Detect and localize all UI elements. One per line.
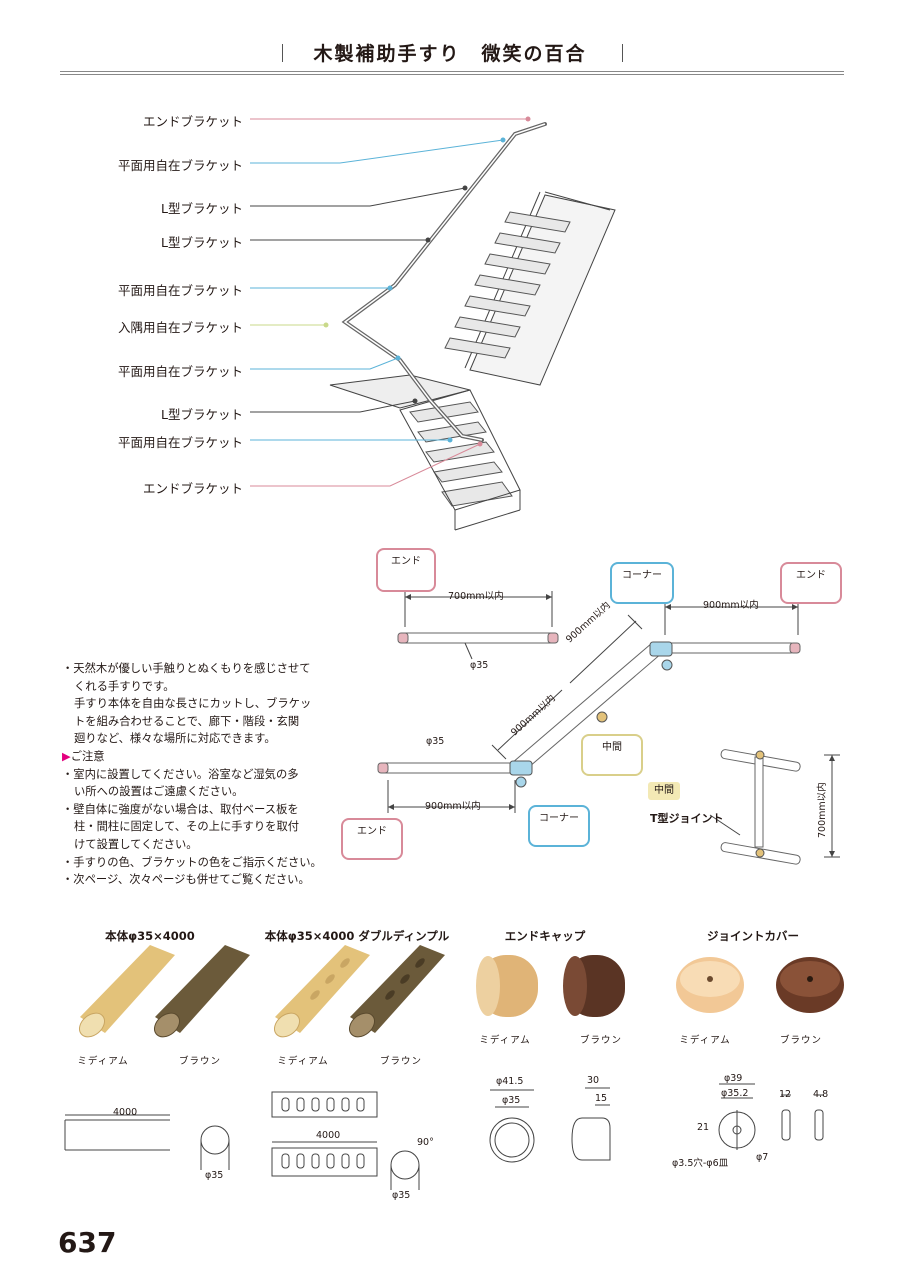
title-tick-left xyxy=(282,44,283,62)
end-box-1-label: エンド xyxy=(391,556,421,567)
caution-heading: ▶ご注意 xyxy=(62,748,322,766)
dim-rail-4000: 4000 xyxy=(113,1107,138,1118)
dim-dimple-4000: 4000 xyxy=(316,1130,341,1141)
note-line: 柱・間柱に固定して、その上に手すりを取付 xyxy=(74,820,300,834)
dim-dia-35-bottom: φ35 xyxy=(426,736,445,747)
caption-endcap-brown: ブラウン xyxy=(579,1035,622,1046)
corner-box-1: コーナー xyxy=(610,562,674,604)
caption-jointcover-medium: ミディアム xyxy=(679,1035,731,1046)
label-l-bracket-3: L型ブラケット xyxy=(161,407,243,422)
note-line: ・次ページ、次々ページも併せてご覧ください。 xyxy=(62,873,310,887)
caption-dimple-brown: ブラウン xyxy=(379,1056,422,1067)
end-box-2: エンド xyxy=(780,562,842,604)
end-box-1: エンド xyxy=(376,548,436,592)
title-bar: 木製補助手すり 微笑の百合 xyxy=(60,40,840,70)
caption-dimple-medium: ミディアム xyxy=(277,1056,329,1067)
caution-text: ご注意 xyxy=(70,749,105,763)
end-box-3: エンド xyxy=(341,818,403,860)
note-line: けて設置してください。 xyxy=(74,837,198,851)
dim-jc-12: 12 xyxy=(779,1089,792,1100)
corner-box-2-label: コーナー xyxy=(539,813,579,824)
note-line: トを組み合わせることで、廊下・階段・玄関 xyxy=(74,714,300,728)
note-line: 手すり本体を自由な長さにカットし、ブラケッ xyxy=(74,697,312,711)
note-line: ・室内に設置してください。浴室など湿気の多 xyxy=(62,767,299,781)
dim-700-tjoint: 700mm以内 xyxy=(817,782,828,838)
dim-jc-352: φ35.2 xyxy=(721,1088,749,1099)
dim-jc-7: φ7 xyxy=(756,1152,769,1163)
product-jointcover-title: ジョイントカバー xyxy=(707,929,799,943)
caption-endcap-medium: ミディアム xyxy=(479,1035,531,1046)
dim-dimple-angle: 90° xyxy=(417,1137,434,1148)
corner-box-2: コーナー xyxy=(528,805,590,847)
title-rule-2 xyxy=(60,74,844,75)
label-end-bracket-top: エンドブラケット xyxy=(142,114,243,129)
note-line: い所への設置はご遠慮ください。 xyxy=(74,785,244,799)
layout-diagram xyxy=(377,591,840,865)
label-flat-bracket-4: 平面用自在ブラケット xyxy=(117,435,243,450)
product-rail-title: 本体φ35×4000 xyxy=(105,929,195,943)
dim-cap-30: 30 xyxy=(587,1075,600,1086)
dim-900-bottom: 900mm以内 xyxy=(425,801,481,812)
dim-jc-hole: φ3.5穴-φ6皿 xyxy=(672,1158,729,1169)
dim-jc-21: 21 xyxy=(697,1122,710,1133)
note-line: くれる手すりです。 xyxy=(74,679,175,693)
dim-900-top: 900mm以内 xyxy=(703,600,759,611)
middle-box-label: 中間 xyxy=(602,742,622,753)
end-box-2-label: エンド xyxy=(796,570,826,581)
label-flat-bracket-1: 平面用自在ブラケット xyxy=(117,158,243,173)
stair-illustration xyxy=(250,116,616,531)
t-joint-label: T型ジョイント xyxy=(650,812,724,825)
dim-dia-35-top: φ35 xyxy=(470,660,489,671)
title-tick-right xyxy=(622,44,623,62)
caption-jointcover-brown: ブラウン xyxy=(779,1035,822,1046)
page-title: 木製補助手すり 微笑の百合 xyxy=(313,43,587,65)
label-l-bracket-2: L型ブラケット xyxy=(161,235,243,250)
dim-cap-35: φ35 xyxy=(502,1095,521,1106)
note-line: ・天然木が優しい手触りとぬくもりを感じさせて xyxy=(62,662,311,675)
title-rule-1 xyxy=(60,71,844,72)
product-photos xyxy=(78,945,844,1038)
middle-box: 中間 xyxy=(581,734,643,776)
caption-rail-brown: ブラウン xyxy=(178,1056,221,1067)
note-line: ・壁自体に強度がない場合は、取付ベース板を xyxy=(62,802,299,816)
page-number: 637 xyxy=(58,1226,117,1259)
label-flat-bracket-3: 平面用自在ブラケット xyxy=(117,364,243,379)
label-inner-corner-bracket: 入隅用自在ブラケット xyxy=(117,320,243,335)
product-endcap-title: エンドキャップ xyxy=(504,929,586,943)
dim-jc-48: 4.8 xyxy=(813,1089,829,1100)
technical-drawings xyxy=(64,1083,824,1190)
dim-700-top: 700mm以内 xyxy=(448,591,504,602)
corner-box-1-label: コーナー xyxy=(622,570,662,581)
note-line: ・手すりの色、ブラケットの色をご指示ください。 xyxy=(62,855,322,869)
dim-rail-dia: φ35 xyxy=(205,1170,224,1181)
middle-badge: 中間 xyxy=(648,782,680,800)
dim-cap-415: φ41.5 xyxy=(496,1076,524,1087)
label-end-bracket-bottom: エンドブラケット xyxy=(142,481,243,496)
note-line: 廻りなど、様々な場所に対応できます。 xyxy=(74,732,276,746)
end-box-3-label: エンド xyxy=(357,826,387,837)
dim-jc-39: φ39 xyxy=(724,1073,743,1084)
product-dimple-title: 本体φ35×4000 ダブルディンプル xyxy=(264,929,450,943)
dim-cap-15: 15 xyxy=(595,1093,608,1104)
caption-rail-medium: ミディアム xyxy=(77,1056,129,1067)
notes: ・天然木が優しい手触りとぬくもりを感じさせて くれる手すりです。 手すり本体を自… xyxy=(62,660,322,889)
caution-triangle-icon: ▶ xyxy=(62,749,71,763)
dim-dimple-dia: φ35 xyxy=(392,1190,411,1201)
label-flat-bracket-2: 平面用自在ブラケット xyxy=(117,283,243,298)
label-l-bracket-1: L型ブラケット xyxy=(161,201,243,216)
